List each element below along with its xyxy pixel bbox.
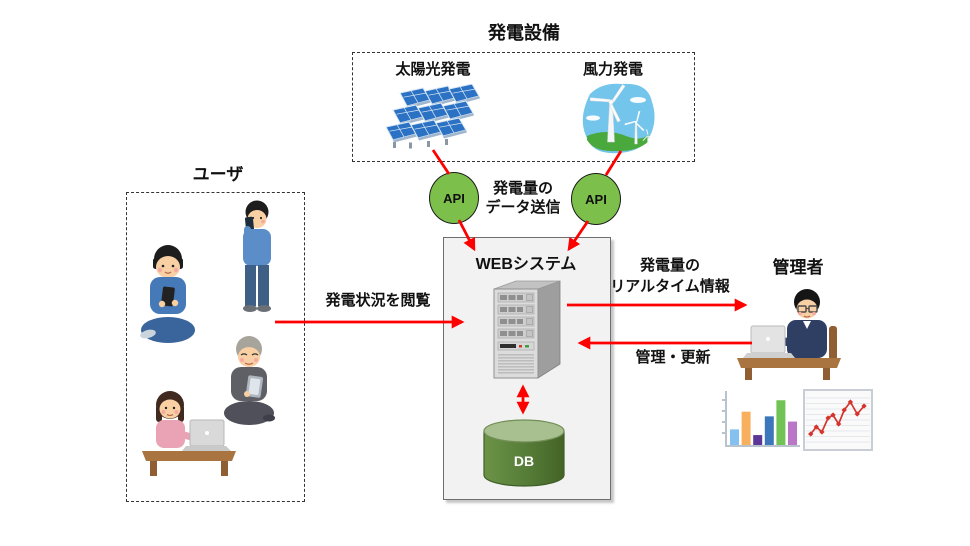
database-icon: DB bbox=[483, 419, 565, 487]
data-send-label: 発電量の データ送信 bbox=[453, 180, 593, 218]
user-elderly-man-illustration bbox=[224, 336, 275, 425]
server-icon bbox=[493, 280, 561, 379]
wind-label: 風力発電 bbox=[582, 61, 643, 78]
realtime-line2: リアルタイム情報 bbox=[610, 278, 730, 295]
api-right-label: API bbox=[585, 191, 607, 207]
bar-chart-bars bbox=[730, 400, 797, 446]
data-send-line2: データ送信 bbox=[485, 198, 561, 216]
web-system-title: WEBシステム bbox=[475, 256, 577, 273]
database-label: DB bbox=[514, 453, 534, 469]
manage-update-label: 管理・更新 bbox=[635, 349, 711, 366]
api-badge-right: API bbox=[571, 173, 621, 225]
bar-chart-icon bbox=[722, 391, 800, 447]
user-standing-man-illustration bbox=[243, 200, 271, 312]
users-box bbox=[126, 192, 305, 502]
data-send-line1: 発電量の bbox=[492, 180, 553, 197]
equipment-title: 発電設備 bbox=[488, 23, 560, 43]
solar-panel-icon bbox=[385, 84, 480, 149]
realtime-info-label: 発電量の リアルタイム情報 bbox=[588, 255, 752, 297]
realtime-line1: 発電量の bbox=[639, 257, 700, 274]
wind-turbine-icon bbox=[582, 83, 655, 154]
admin-illustration bbox=[737, 289, 841, 380]
api-left-label: API bbox=[443, 190, 465, 206]
line-chart-icon bbox=[803, 389, 873, 451]
user-woman-laptop-illustration bbox=[142, 391, 236, 476]
solar-label: 太陽光発電 bbox=[395, 61, 471, 78]
view-status-label: 発電状況を閲覧 bbox=[325, 292, 431, 309]
user-sitting-man-illustration bbox=[140, 245, 195, 343]
admin-title: 管理者 bbox=[772, 258, 824, 277]
users-title: ユーザ bbox=[192, 165, 244, 184]
equipment-box bbox=[352, 52, 695, 162]
api-badge-left: API bbox=[429, 172, 479, 224]
